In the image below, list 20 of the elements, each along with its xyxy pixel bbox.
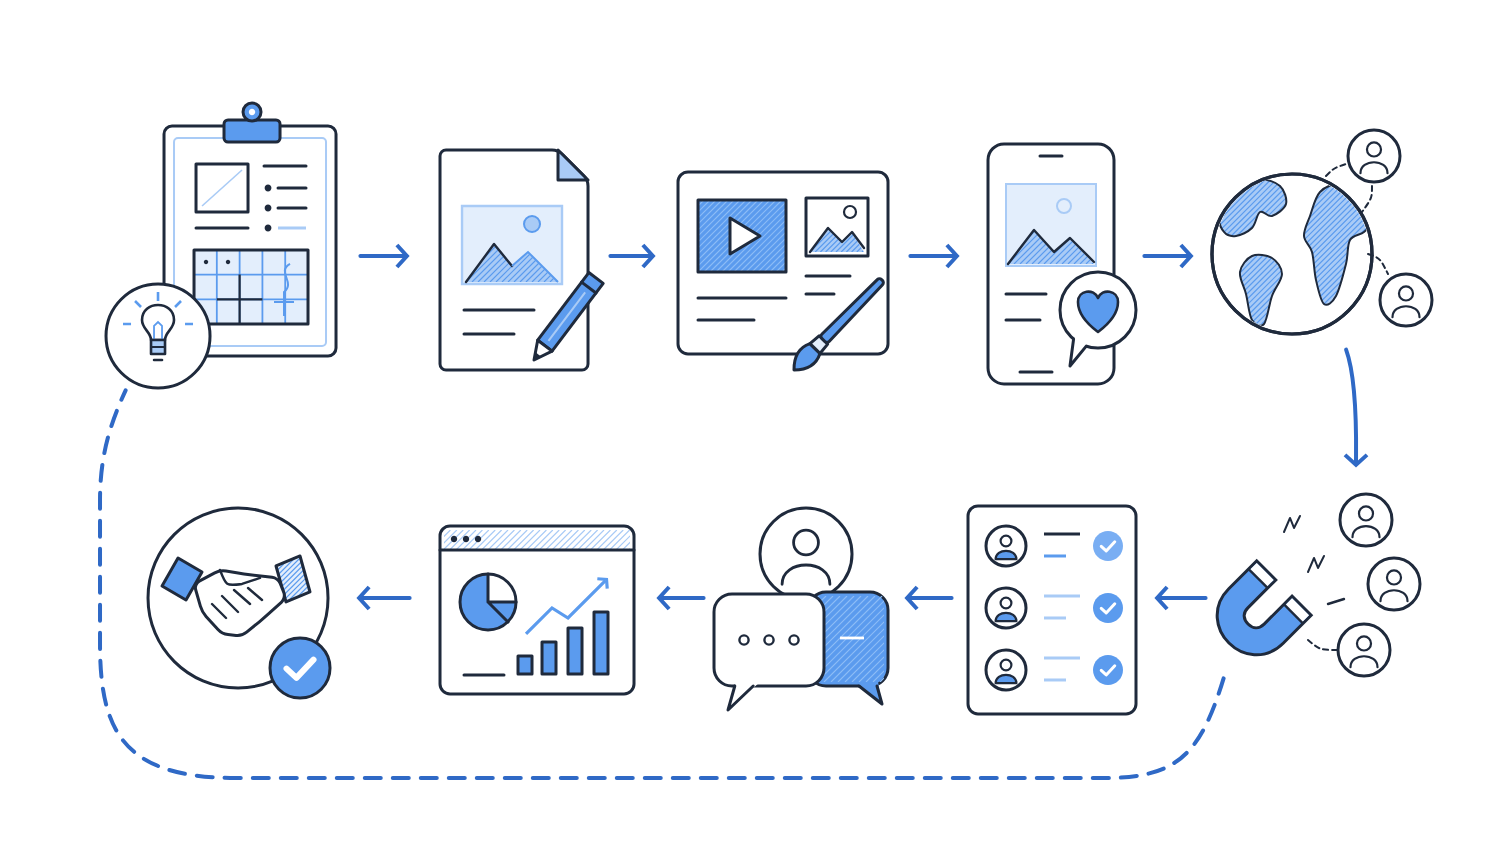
arrow <box>1142 243 1194 269</box>
clipboard-lightbulb-icon <box>104 101 338 390</box>
chat-bubbles-icon <box>712 506 890 712</box>
checklist-icon <box>966 504 1138 716</box>
handshake-check-icon <box>146 506 332 700</box>
arrow <box>904 585 954 611</box>
document-pencil-icon <box>438 148 605 372</box>
phone-heart-icon <box>986 142 1138 386</box>
magnet-people-icon <box>1215 492 1422 678</box>
arrow <box>656 585 706 611</box>
globe-people-icon <box>1210 128 1434 336</box>
layout-paintbrush-icon <box>676 170 890 372</box>
arrow <box>608 243 656 269</box>
arrow <box>356 585 412 611</box>
arrow <box>358 243 410 269</box>
dashboard-chart-icon <box>438 524 636 696</box>
dashed-line <box>98 388 1226 780</box>
arrow <box>1343 347 1369 468</box>
arrow <box>908 243 960 269</box>
arrow <box>1154 585 1208 611</box>
